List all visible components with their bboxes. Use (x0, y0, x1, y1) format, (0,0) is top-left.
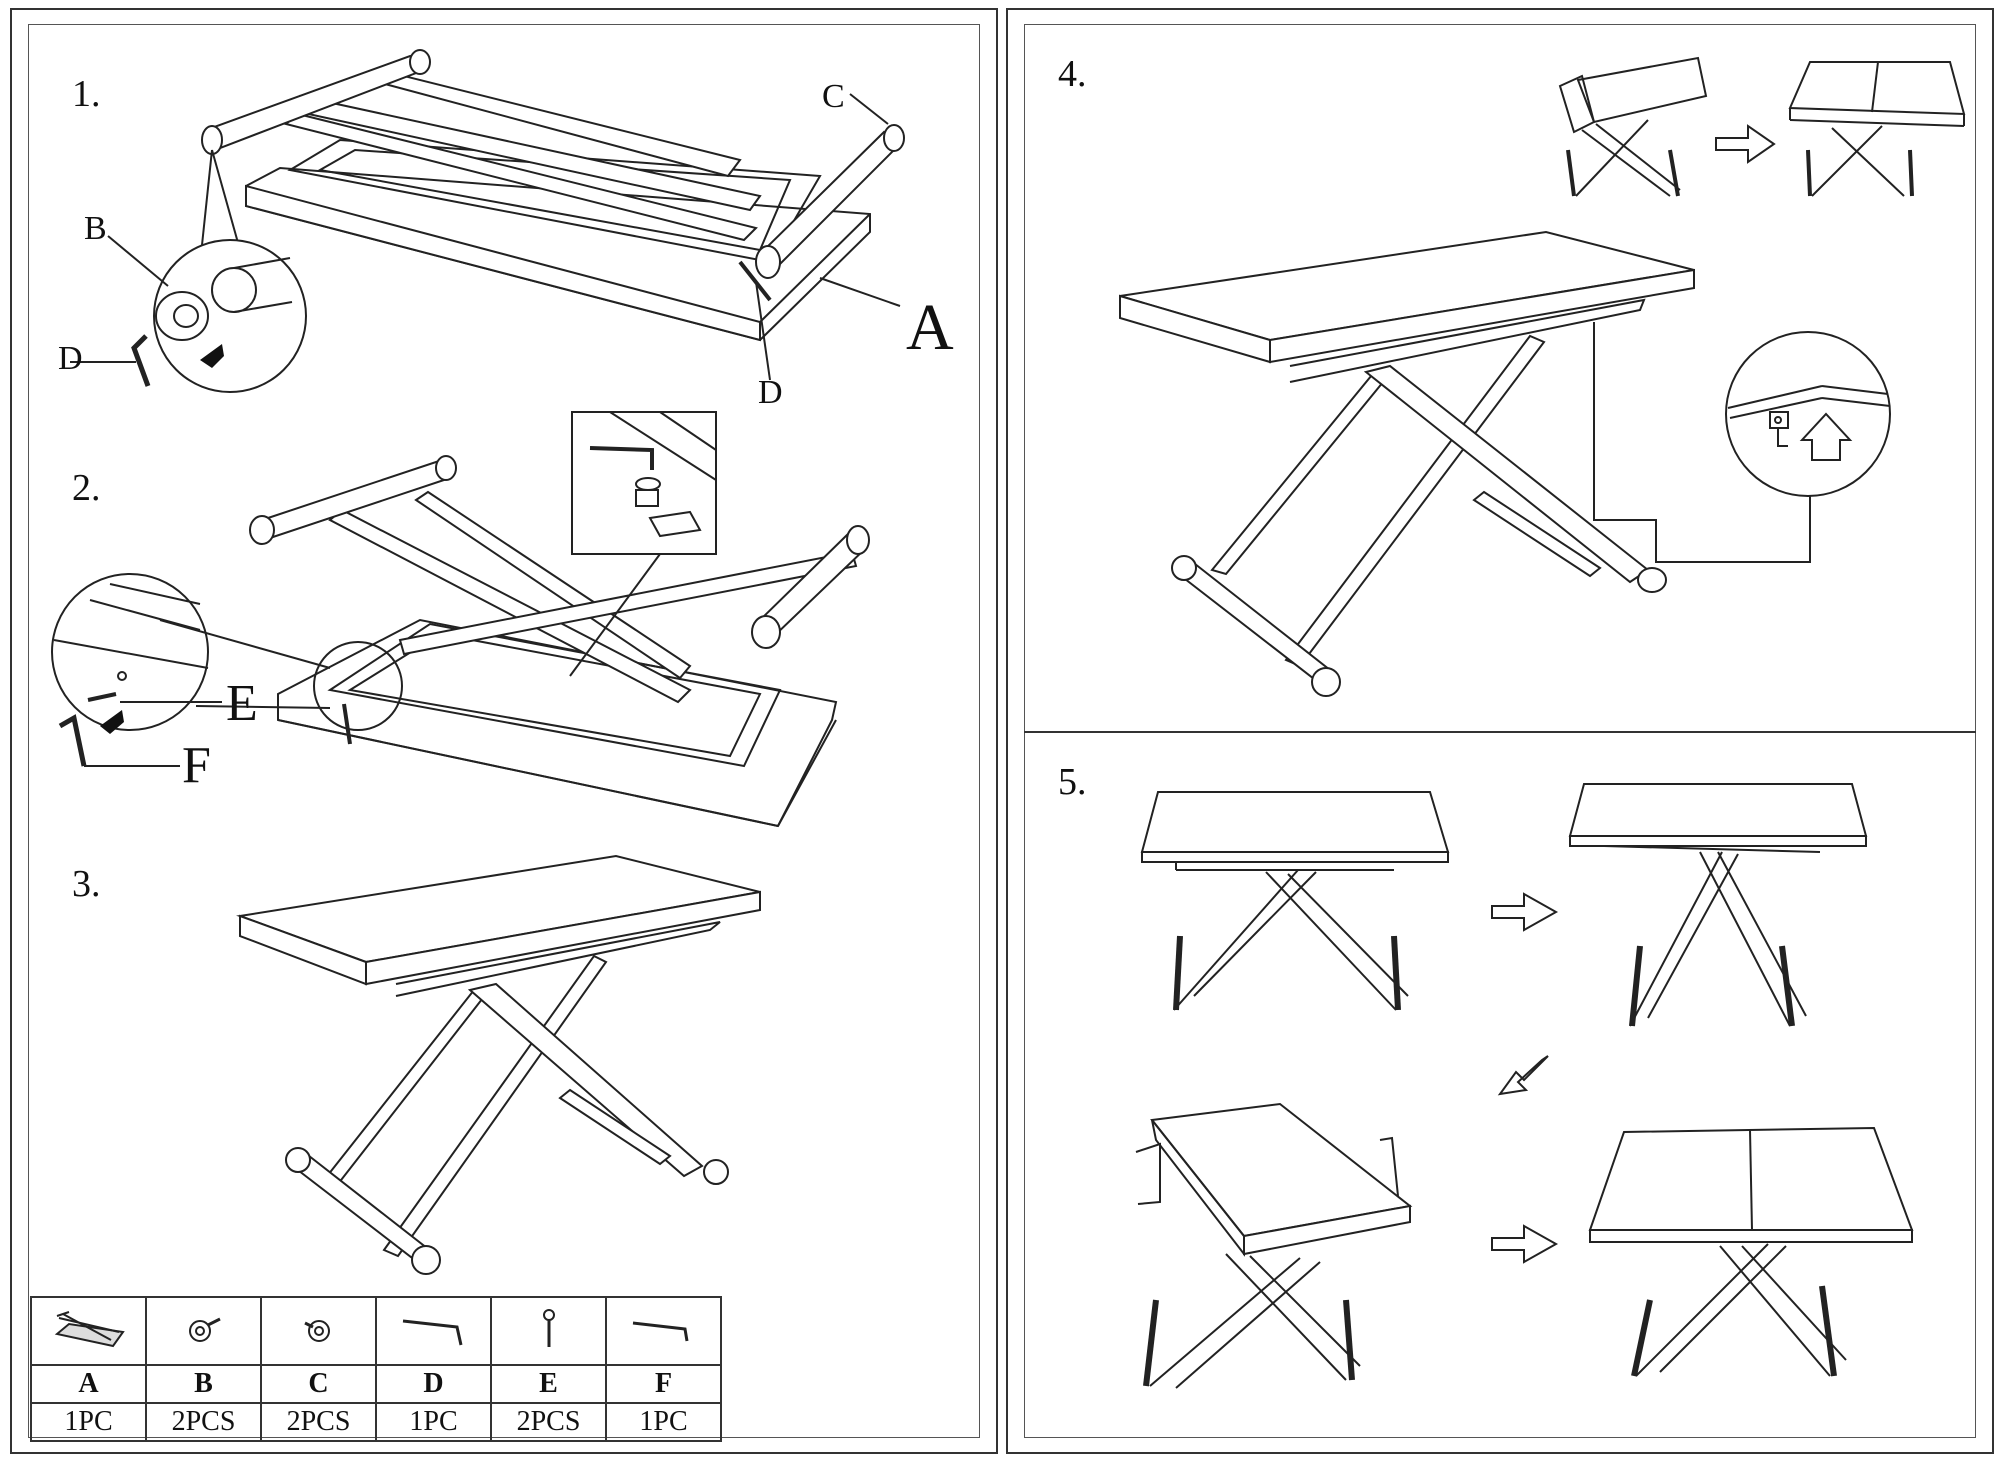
step-1-roller-right (756, 125, 904, 278)
end-cap-bolt-icon (188, 1317, 221, 1342)
part-letter: D (375, 1364, 492, 1404)
callout-e: E (226, 675, 258, 732)
callout-c: C (822, 78, 845, 115)
part-a-image (30, 1296, 147, 1366)
screw-icon (542, 1308, 555, 1347)
part-letter: A (30, 1364, 147, 1404)
step-1-number: 1. (72, 73, 101, 115)
step-5-number: 5. (1058, 761, 1087, 803)
step-2-number: 2. (72, 467, 101, 509)
callout-d-right: D (758, 374, 783, 411)
part-f-image (605, 1296, 722, 1366)
right-page (1006, 8, 1994, 1454)
part-c-image (260, 1296, 377, 1366)
table-frame-icon (54, 1310, 125, 1347)
parts-table: A B C D E F 1PC 2PCS 2PCS 1PC 2PCS 1PC (30, 1296, 722, 1442)
part-e-image (490, 1296, 607, 1366)
part-qty: 2PCS (145, 1402, 262, 1442)
left-page (10, 8, 998, 1454)
part-qty: 1PC (375, 1402, 492, 1442)
step-1-roller-left (202, 50, 430, 154)
part-letter: F (605, 1364, 722, 1404)
end-cap-bolt-icon (303, 1319, 330, 1342)
hex-key-icon (402, 1319, 462, 1345)
step-4-number: 4. (1058, 53, 1087, 95)
part-letter: E (490, 1364, 607, 1404)
callout-b: B (84, 210, 107, 247)
part-qty: 1PC (605, 1402, 722, 1442)
hex-key-icon (632, 1321, 688, 1341)
part-letter: B (145, 1364, 262, 1404)
part-b-image (145, 1296, 262, 1366)
part-letter: C (260, 1364, 377, 1404)
step-3-number: 3. (72, 863, 101, 905)
callout-f: F (182, 737, 211, 794)
callout-a: A (906, 291, 954, 364)
part-qty: 2PCS (260, 1402, 377, 1442)
part-qty: 1PC (30, 1402, 147, 1442)
callout-d-left: D (58, 340, 83, 377)
part-d-image (375, 1296, 492, 1366)
step-divider (1024, 731, 1976, 733)
part-qty: 2PCS (490, 1402, 607, 1442)
